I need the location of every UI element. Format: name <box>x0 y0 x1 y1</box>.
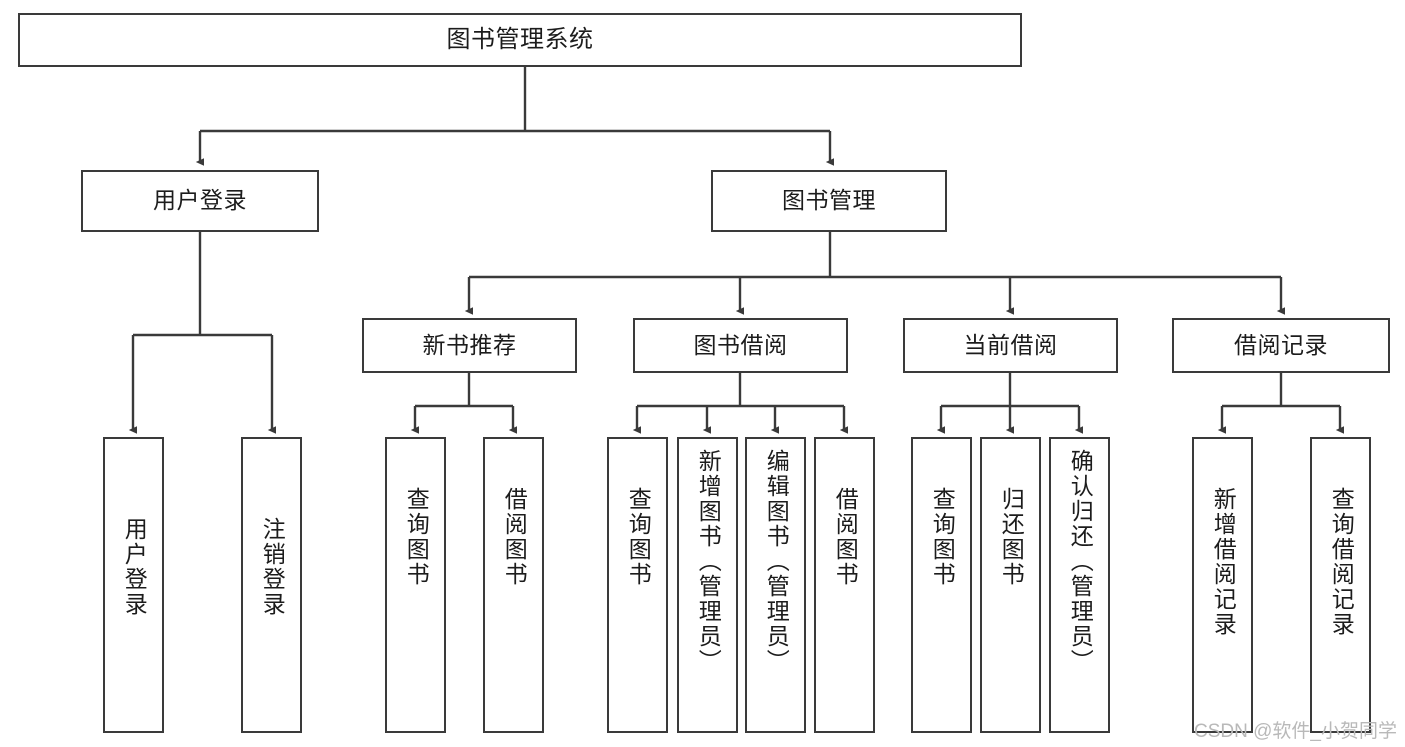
node-leaf-query-book-1[interactable]: 查询图书 <box>385 437 446 733</box>
node-leaf-query-book-3[interactable]: 查询图书 <box>911 437 972 733</box>
node-label: 借阅图书 <box>832 487 859 587</box>
node-leaf-add-record[interactable]: 新增借阅记录 <box>1192 437 1253 733</box>
node-label: 借阅图书 <box>501 487 528 587</box>
node-label: 新书推荐 <box>422 331 517 358</box>
node-leaf-query-book-2[interactable]: 查询图书 <box>607 437 668 733</box>
node-label: 查询图书 <box>403 487 430 587</box>
node-book-borrow[interactable]: 图书借阅 <box>633 318 848 373</box>
node-book-manage[interactable]: 图书管理 <box>711 170 947 232</box>
node-leaf-user-logout[interactable]: 注销登录 <box>241 437 302 733</box>
node-label: 图书借阅 <box>693 331 788 358</box>
node-new-book-recommend[interactable]: 新书推荐 <box>362 318 577 373</box>
node-label: 当前借阅 <box>963 331 1058 358</box>
node-leaf-user-login[interactable]: 用户登录 <box>103 437 164 733</box>
node-leaf-edit-book[interactable]: 编辑图书（管理员） <box>745 437 806 733</box>
node-label: 注销登录 <box>259 517 286 617</box>
node-label: 图书管理 <box>782 187 876 214</box>
node-label: 归还图书 <box>998 487 1025 587</box>
node-label: 确认归还（管理员） <box>1067 449 1094 674</box>
node-label: 新增借阅记录 <box>1210 487 1237 637</box>
node-leaf-return-book[interactable]: 归还图书 <box>980 437 1041 733</box>
node-user-login[interactable]: 用户登录 <box>81 170 319 232</box>
node-root-system[interactable]: 图书管理系统 <box>18 13 1022 67</box>
node-leaf-query-record[interactable]: 查询借阅记录 <box>1310 437 1371 733</box>
node-leaf-add-book[interactable]: 新增图书（管理员） <box>677 437 738 733</box>
node-leaf-borrow-book-2[interactable]: 借阅图书 <box>814 437 875 733</box>
node-label: 查询图书 <box>929 487 956 587</box>
node-label: 图书管理系统 <box>446 25 594 53</box>
node-leaf-borrow-book-1[interactable]: 借阅图书 <box>483 437 544 733</box>
node-borrow-record[interactable]: 借阅记录 <box>1172 318 1390 373</box>
node-current-borrow[interactable]: 当前借阅 <box>903 318 1118 373</box>
node-label: 新增图书（管理员） <box>695 449 722 674</box>
node-label: 查询图书 <box>625 487 652 587</box>
node-leaf-confirm-return[interactable]: 确认归还（管理员） <box>1049 437 1110 733</box>
node-label: 借阅记录 <box>1234 331 1328 358</box>
node-label: 编辑图书（管理员） <box>763 449 790 674</box>
node-label: 用户登录 <box>121 517 148 617</box>
node-label: 用户登录 <box>153 187 247 214</box>
node-label: 查询借阅记录 <box>1328 487 1355 637</box>
